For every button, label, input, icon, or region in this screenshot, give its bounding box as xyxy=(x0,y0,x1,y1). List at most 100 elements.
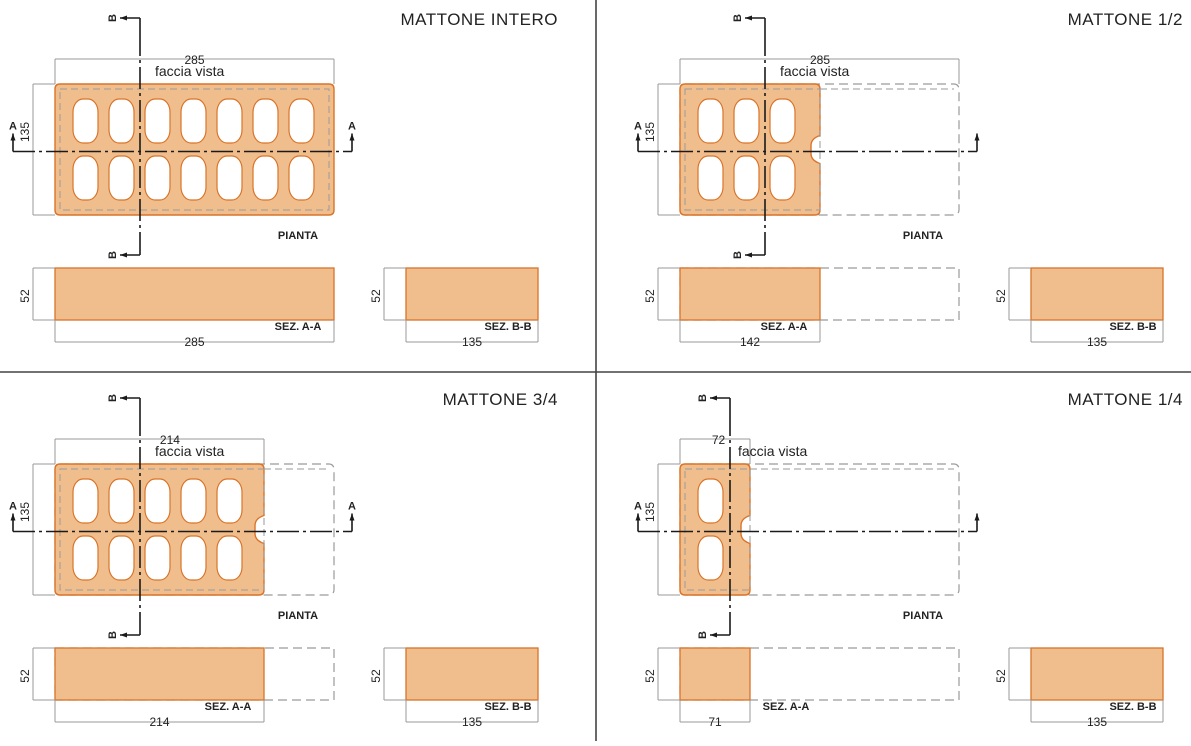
plan-length-dim: 285 xyxy=(184,53,204,67)
section-letter-b: B xyxy=(697,394,709,402)
section-b-height-dim: 52 xyxy=(369,289,383,303)
section-arrow-head xyxy=(10,133,16,141)
section-arrow-head xyxy=(349,513,355,521)
section-a-length-dim: 285 xyxy=(184,335,204,349)
face-label: faccia vista xyxy=(780,63,849,79)
panel-title: MATTONE 3/4 xyxy=(443,390,558,409)
brick-hole xyxy=(180,535,207,581)
section-arrow-head xyxy=(10,513,16,521)
section-letter-b: B xyxy=(732,14,744,22)
section-b-length-dim: 135 xyxy=(462,335,482,349)
section-arrow-head xyxy=(635,513,641,521)
brick-hole xyxy=(72,535,99,581)
section-b-height-dim: 52 xyxy=(994,669,1008,683)
section-letter-a: A xyxy=(9,501,17,513)
section-a-height-dim: 52 xyxy=(18,289,32,303)
face-label: faccia vista xyxy=(155,443,224,459)
b-arrow-head xyxy=(120,395,127,401)
brick-hole xyxy=(144,98,171,144)
section-a-label: SEZ. A-A xyxy=(205,701,252,713)
section-a-label: SEZ. A-A xyxy=(763,701,810,713)
brick-hole xyxy=(108,478,135,524)
section-a-height-dim: 52 xyxy=(643,669,657,683)
section-letter-b: B xyxy=(732,251,744,259)
brick-hole xyxy=(72,155,99,201)
brick-hole xyxy=(180,98,207,144)
section-letter-b: B xyxy=(107,14,119,22)
brick-hole xyxy=(216,155,243,201)
brick-hole xyxy=(697,98,724,144)
panel-title: MATTONE INTERO xyxy=(401,10,559,29)
face-dashed-line xyxy=(59,88,330,211)
brick-hole xyxy=(697,155,724,201)
brick-hole xyxy=(733,98,760,144)
plan-label: PIANTA xyxy=(278,230,318,242)
brick-hole xyxy=(697,478,724,524)
b-arrow-head xyxy=(745,15,752,21)
section-b-body xyxy=(405,647,539,701)
section-b-height-dim: 52 xyxy=(369,669,383,683)
section-b-label: SEZ. B-B xyxy=(484,701,531,713)
face-label: faccia vista xyxy=(738,443,807,459)
brick-hole xyxy=(252,98,279,144)
panel-title: MATTONE 1/2 xyxy=(1068,10,1183,29)
section-b-body xyxy=(1030,267,1164,321)
section-arrow-head xyxy=(635,133,641,141)
b-arrow-head xyxy=(120,15,127,21)
section-a-body xyxy=(679,267,821,321)
brick-hole xyxy=(288,98,315,144)
section-a-body xyxy=(679,647,751,701)
brick-hole xyxy=(108,535,135,581)
section-b-length-dim: 135 xyxy=(1087,335,1107,349)
brick-hole xyxy=(72,478,99,524)
section-letter-a: A xyxy=(9,121,17,133)
b-arrow-head xyxy=(745,252,752,258)
section-b-body xyxy=(405,267,539,321)
section-a-label: SEZ. A-A xyxy=(761,321,808,333)
brick-hole xyxy=(733,155,760,201)
section-b-length-dim: 135 xyxy=(1087,715,1107,729)
brick-hole xyxy=(144,478,171,524)
b-arrow-head xyxy=(120,632,127,638)
plan-label: PIANTA xyxy=(278,610,318,622)
section-b-label: SEZ. B-B xyxy=(484,321,531,333)
brick-hole xyxy=(769,98,796,144)
brick-hole xyxy=(72,98,99,144)
section-a-height-dim: 52 xyxy=(643,289,657,303)
b-arrow-head xyxy=(710,395,717,401)
brick-hole xyxy=(288,155,315,201)
plan-label: PIANTA xyxy=(903,610,943,622)
brick-hole xyxy=(216,478,243,524)
section-letter-b: B xyxy=(107,251,119,259)
section-a-length-dim: 214 xyxy=(149,715,169,729)
brick-hole xyxy=(108,155,135,201)
brick-hole xyxy=(252,155,279,201)
plan-length-dim: 285 xyxy=(810,53,830,67)
section-b-length-dim: 135 xyxy=(462,715,482,729)
section-a-label: SEZ. A-A xyxy=(275,321,322,333)
plan-height-dim: 135 xyxy=(18,122,32,142)
plan-height-dim: 135 xyxy=(18,502,32,522)
b-arrow-head xyxy=(120,252,127,258)
section-arrow-head xyxy=(974,513,980,521)
section-letter-a: A xyxy=(348,121,356,133)
section-letter-b: B xyxy=(697,631,709,639)
section-letter-a: A xyxy=(634,501,642,513)
section-b-height-dim: 52 xyxy=(994,289,1008,303)
plan-length-dim: 214 xyxy=(160,433,180,447)
section-a-height-dim: 52 xyxy=(18,669,32,683)
face-dashed-line xyxy=(59,468,265,591)
section-letter-a: A xyxy=(348,501,356,513)
section-a-body xyxy=(54,647,265,701)
section-a-body xyxy=(54,267,335,321)
section-a-length-dim: 142 xyxy=(740,335,760,349)
section-b-label: SEZ. B-B xyxy=(1109,701,1156,713)
brick-hole xyxy=(697,535,724,581)
brick-hole xyxy=(180,155,207,201)
face-label: faccia vista xyxy=(155,63,224,79)
